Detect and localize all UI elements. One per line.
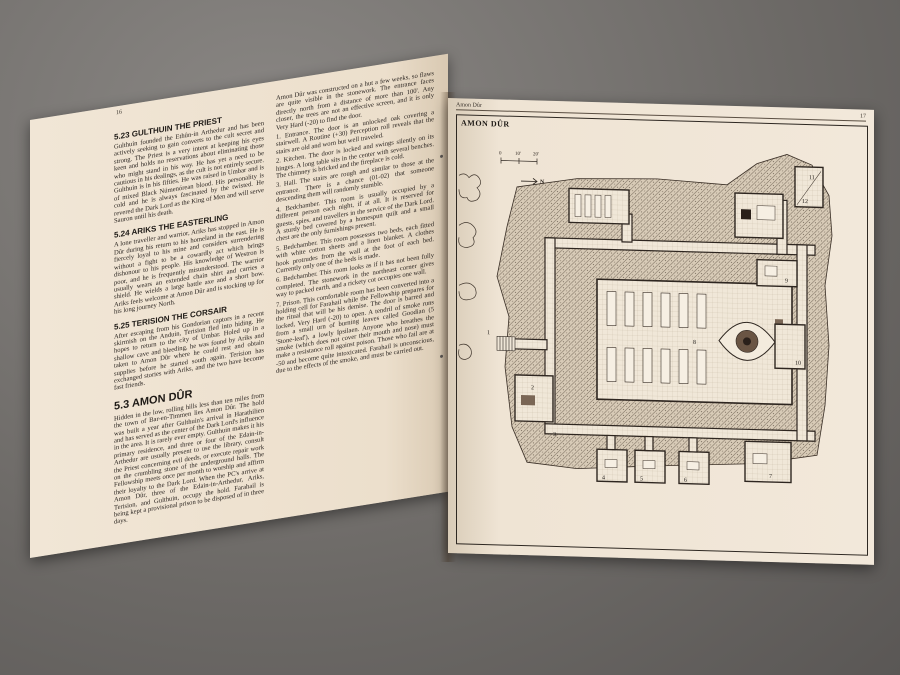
room-number: 3	[553, 432, 556, 438]
dungeon-map: 0 10' 20' N 1 2 3 4 5 6 7 8 9	[458, 151, 833, 486]
running-head: Amon Dûr	[456, 102, 482, 109]
foliage-left	[458, 173, 481, 360]
room-number: 11	[809, 175, 815, 181]
left-page-text: 5.23 GULTHUIN THE PRIEST Gulthuin founde…	[114, 66, 434, 526]
left-page: 16 5.23 GULTHUIN THE PRIEST Gulthuin fou…	[30, 53, 448, 559]
room-number: 7	[769, 474, 772, 480]
room-number: 1	[487, 330, 490, 336]
room-2-kitchen	[514, 374, 554, 423]
left-page-folio: 16	[116, 109, 122, 117]
room-number: 2	[531, 385, 534, 391]
room-number: 5	[640, 476, 643, 482]
scale-label-20: 20'	[533, 152, 539, 157]
beds	[604, 453, 768, 471]
room-number: 6	[684, 478, 687, 484]
north-arrow-icon	[521, 178, 538, 185]
scale-bar	[500, 157, 538, 165]
right-column: Amon Dûr was constructed on a hut a few …	[276, 70, 434, 378]
room-library	[734, 192, 784, 240]
room-10	[774, 323, 806, 370]
room-number: 10	[795, 361, 801, 367]
room-storage	[568, 187, 630, 225]
map-frame: AMON DÛR	[456, 114, 868, 556]
room-number-labels: 1 2 3 4 5 6 7 8 9 10 11 12	[487, 175, 815, 484]
entrance-stairs	[496, 336, 516, 352]
room-number: 9	[785, 278, 788, 284]
section-body-amon-dur: Hidden in the low, rolling hills less th…	[114, 391, 264, 527]
bottom-corridor-links	[606, 434, 698, 453]
room-11-tower	[794, 165, 824, 209]
north-label: N	[540, 180, 545, 186]
room-9	[756, 258, 798, 288]
right-page: Amon Dûr 17 AMON DÛR	[448, 98, 874, 565]
right-page-folio: 17	[860, 113, 866, 120]
room-8-hall	[596, 278, 793, 406]
room-number: 4	[602, 475, 605, 481]
scale-label-10: 10'	[515, 152, 521, 157]
room-number: 8	[693, 340, 696, 346]
scale-label-0: 0	[499, 151, 502, 156]
room-number: 12	[802, 199, 808, 205]
left-column: 5.23 GULTHUIN THE PRIEST Gulthuin founde…	[114, 103, 264, 530]
